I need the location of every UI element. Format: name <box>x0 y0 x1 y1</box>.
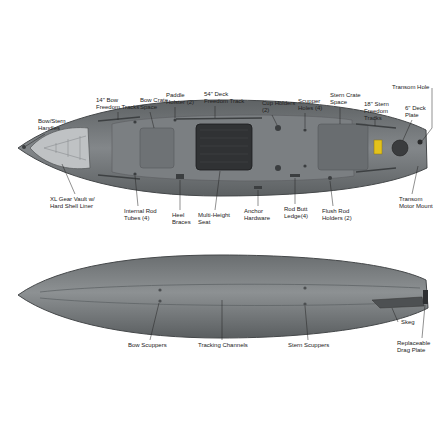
leader-line <box>175 107 176 118</box>
leader-line <box>258 190 259 206</box>
hull-bottom-view <box>18 255 428 338</box>
part-label: Heel Braces <box>172 212 194 226</box>
deck-plate <box>392 140 408 156</box>
leader-line <box>26 134 45 146</box>
part-label: 14" Bow Freedom Tracks <box>96 97 140 111</box>
part-label: 18" Stern Freedom Tracks <box>364 101 404 122</box>
leader-lines <box>26 88 432 340</box>
leader-line <box>330 181 333 206</box>
part-label: Bow Scuppers <box>128 342 178 349</box>
skeg <box>372 297 424 308</box>
bow-handle <box>22 145 26 149</box>
stern-crate <box>318 124 368 170</box>
hull-scuppers <box>158 286 306 305</box>
leader-line <box>272 115 277 125</box>
part-label: Bow Crate Space <box>140 97 170 111</box>
part-label: Scupper Holes (4) <box>298 98 330 112</box>
leader-line <box>392 308 398 322</box>
flush-rod-holder <box>328 176 332 180</box>
heel-brace <box>176 174 184 179</box>
bow-scupper <box>158 299 161 302</box>
leader-line <box>215 171 220 210</box>
stern-tracks <box>356 124 396 172</box>
part-label: Bow/Stern Handles <box>38 118 70 132</box>
leader-line <box>422 88 432 141</box>
cup-holder <box>275 165 281 171</box>
anchor-hardware <box>254 186 262 189</box>
part-label: Multi-Height Seat <box>198 212 238 226</box>
leader-line <box>403 120 412 140</box>
leader-line <box>118 112 119 120</box>
transom-insert <box>374 140 382 154</box>
part-label: Transom Motor Mount <box>399 196 437 210</box>
rod-tube <box>133 120 136 123</box>
part-label: XL Gear Vault w/ Hard Shell Liner <box>50 196 106 210</box>
part-label: Replaceable Drag Plate <box>397 340 437 354</box>
leader-line <box>295 178 296 204</box>
part-label: Rod Butt Ledge(4) <box>284 206 318 220</box>
scupper-hole <box>303 128 306 131</box>
part-label: Stern Crate Space <box>330 92 362 106</box>
leader-line <box>150 112 154 128</box>
leader-line <box>180 180 181 210</box>
leader-line <box>340 107 341 124</box>
leader-line <box>422 305 425 338</box>
cup-holder <box>275 125 281 131</box>
seat-mesh <box>200 130 248 162</box>
part-label: Tracking Channels <box>198 342 258 349</box>
rod-tube <box>133 172 136 175</box>
paddle-holster <box>174 119 177 122</box>
rod-butt-ledge <box>290 174 300 177</box>
part-label: Transom Hole <box>392 84 432 91</box>
leader-line <box>412 166 418 194</box>
seat <box>196 124 252 170</box>
leader-line <box>222 300 223 340</box>
leader-line <box>305 306 308 340</box>
part-label: 6" Deck Plate <box>405 105 429 119</box>
drag-plate <box>423 290 428 304</box>
part-label: Cup Holders (2) <box>262 100 296 114</box>
part-label: Paddle Holster (2) <box>166 92 200 106</box>
gear-vault <box>30 128 90 169</box>
bow-tracks <box>98 117 140 179</box>
part-label: 54" Deck Freedom Track <box>204 91 250 105</box>
leader-line <box>305 113 306 128</box>
leader-line <box>135 176 138 206</box>
part-label: Anchor Hardware <box>244 208 280 222</box>
leader-line <box>62 164 75 194</box>
vault-liner <box>44 136 86 160</box>
stern-scupper <box>303 302 306 305</box>
bow-scupper <box>158 288 161 291</box>
bow-crate <box>140 128 174 168</box>
leader-line <box>150 303 159 340</box>
scupper-hole <box>303 164 306 167</box>
tracking-channels <box>40 284 420 305</box>
part-label: Flush Rod Holders (2) <box>322 208 360 222</box>
stern-scupper <box>303 286 306 289</box>
part-label: Skeg <box>401 319 431 326</box>
leader-line <box>215 106 216 118</box>
deck-track <box>176 118 262 119</box>
part-label: Stern Scuppers <box>288 342 338 349</box>
hull-top-view <box>18 100 427 196</box>
transom-hole <box>418 140 423 145</box>
part-label: Internal Rod Tubes (4) <box>124 208 162 222</box>
